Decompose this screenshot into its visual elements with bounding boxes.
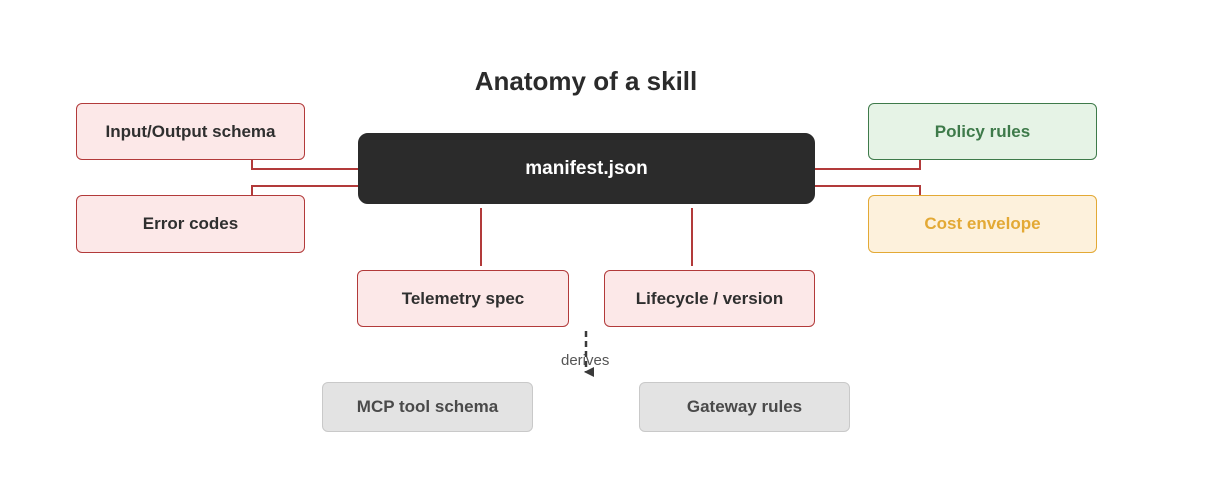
diagram-title: Anatomy of a skill — [474, 66, 698, 96]
policy-rules-node: Policy rules — [868, 103, 1097, 160]
connector-cost-envelope — [815, 185, 921, 195]
lifecycle-version-label: Lifecycle / version — [635, 288, 784, 308]
cost-envelope-label: Cost envelope — [924, 214, 1041, 233]
error-codes-node: Error codes — [76, 195, 305, 253]
telemetry-spec-node: Telemetry spec — [357, 270, 569, 327]
telemetry-spec-label: Telemetry spec — [401, 288, 525, 308]
connector-policy-rules — [815, 160, 921, 170]
io-schema-label: Input/Output schema — [105, 121, 276, 141]
manifest-node: manifest.json — [358, 133, 815, 204]
lifecycle-version-node: Lifecycle / version — [604, 270, 815, 327]
connector-error-codes — [251, 185, 358, 195]
gateway-rules-label: Gateway rules — [686, 397, 803, 416]
io-schema-node: Input/Output schema — [76, 103, 305, 160]
mcp-tool-schema-node: MCP tool schema — [322, 382, 533, 432]
connector-io-schema — [251, 160, 358, 170]
cost-envelope-node: Cost envelope — [868, 195, 1097, 253]
mcp-tool-schema-label: MCP tool schema — [356, 397, 499, 416]
derives-label: derives — [561, 352, 610, 369]
error-codes-label: Error codes — [142, 214, 239, 233]
manifest-label: manifest.json — [525, 157, 648, 179]
gateway-rules-node: Gateway rules — [639, 382, 850, 432]
policy-rules-label: Policy rules — [934, 121, 1031, 141]
